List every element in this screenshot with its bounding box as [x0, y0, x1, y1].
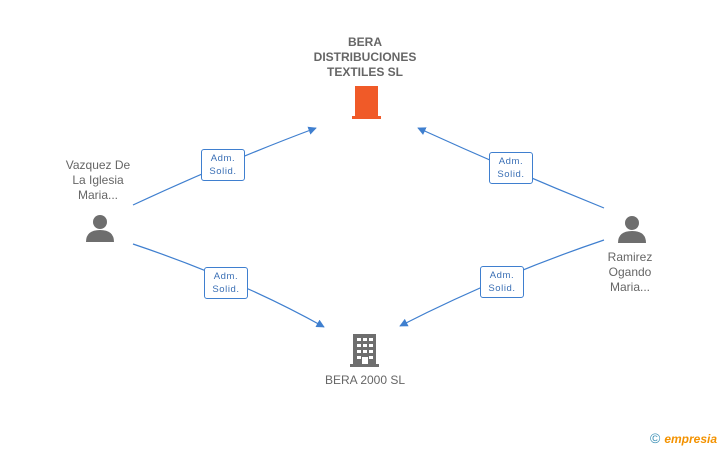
- building-icon[interactable]: [352, 86, 381, 119]
- label-line: TEXTILES SL: [326, 65, 403, 79]
- role-line: Solid.: [209, 166, 237, 177]
- role-badge: Adm. Solid.: [480, 266, 524, 298]
- label-line: Vazquez De: [65, 158, 131, 172]
- label-line: Maria...: [609, 280, 650, 294]
- role-line: Solid.: [212, 284, 240, 295]
- role-line: Solid.: [488, 283, 516, 294]
- person-icon[interactable]: [86, 215, 114, 242]
- copyright-icon: ©: [650, 430, 661, 446]
- role-line: Adm.: [210, 153, 236, 164]
- role-line: Adm.: [498, 156, 524, 167]
- role-line: Adm.: [489, 270, 515, 281]
- label-line: BERA: [347, 35, 382, 49]
- person-name-right[interactable]: Ramirez Ogando Maria...: [588, 250, 672, 295]
- person-name-left[interactable]: Vazquez De La Iglesia Maria...: [50, 158, 146, 203]
- label-line: Ramirez: [607, 250, 653, 264]
- role-line: Adm.: [213, 271, 239, 282]
- company-name-top[interactable]: BERA DISTRIBUCIONES TEXTILES SL: [300, 35, 430, 80]
- label-line: DISTRIBUCIONES: [313, 50, 417, 64]
- person-icon[interactable]: [618, 216, 646, 243]
- brand-logo[interactable]: ©empresia: [650, 430, 717, 446]
- label-line: La Iglesia: [72, 173, 124, 187]
- role-badge: Adm. Solid.: [489, 152, 533, 184]
- role-line: Solid.: [497, 169, 525, 180]
- role-badge: Adm. Solid.: [201, 149, 245, 181]
- building-icon[interactable]: [350, 334, 379, 367]
- label-line: BERA 2000 SL: [324, 373, 406, 387]
- brand-name: empresia: [664, 432, 718, 446]
- label-line: Ogando: [608, 265, 652, 279]
- label-line: Maria...: [77, 188, 118, 202]
- role-badge: Adm. Solid.: [204, 267, 248, 299]
- company-name-bottom[interactable]: BERA 2000 SL: [300, 373, 430, 388]
